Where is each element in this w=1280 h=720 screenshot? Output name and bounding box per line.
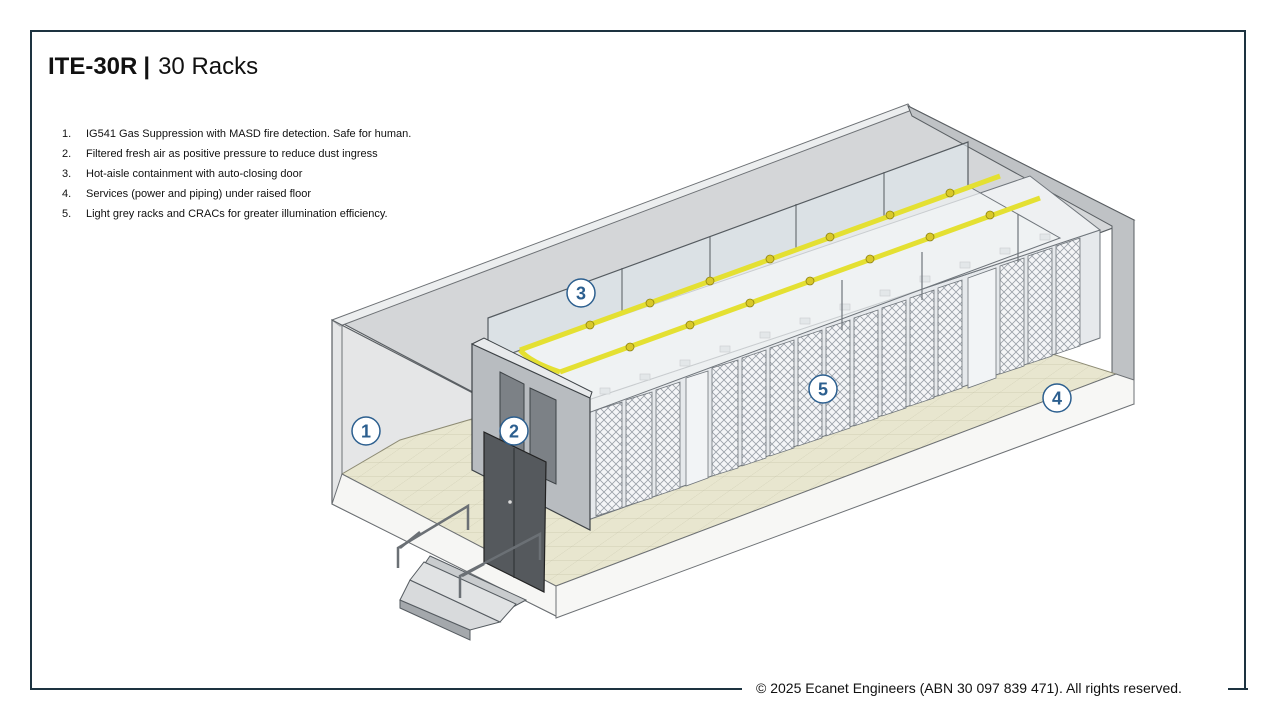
frame-bottom-rule-right bbox=[1228, 688, 1248, 690]
feature-item: 4.Services (power and piping) under rais… bbox=[62, 188, 312, 200]
marker-4: 4 bbox=[1042, 383, 1072, 413]
title-separator: | bbox=[143, 53, 151, 80]
svg-text:5: 5 bbox=[818, 380, 828, 400]
marker-3: 3 bbox=[566, 278, 596, 308]
model-subtitle: 30 Racks bbox=[158, 53, 259, 80]
frame-bottom-rule-left bbox=[30, 688, 742, 690]
marker-2: 2 bbox=[499, 416, 529, 446]
page-title: ITE-30R| 30 Racks bbox=[48, 52, 258, 82]
model-code: ITE-30R bbox=[48, 53, 138, 80]
copyright-footer: © 2025 Ecanet Engineers (ABN 30 097 839 … bbox=[756, 680, 1182, 696]
cable-tray bbox=[518, 173, 1041, 375]
feature-item: 2.Filtered fresh air as positive pressur… bbox=[62, 148, 378, 160]
entry-stairs bbox=[396, 503, 542, 641]
feature-item: 1.IG541 Gas Suppression with MASD fire d… bbox=[62, 128, 412, 140]
svg-text:1: 1 bbox=[361, 422, 371, 442]
feature-list: 1.IG541 Gas Suppression with MASD fire d… bbox=[62, 124, 411, 224]
slide-frame bbox=[30, 30, 1246, 689]
svg-text:2: 2 bbox=[509, 422, 519, 442]
svg-text:4: 4 bbox=[1052, 389, 1062, 409]
entrance-module bbox=[470, 337, 593, 593]
svg-text:3: 3 bbox=[576, 284, 586, 304]
feature-item: 3.Hot-aisle containment with auto-closin… bbox=[62, 168, 303, 180]
marker-1: 1 bbox=[351, 416, 381, 446]
feature-item: 5.Light grey racks and CRACs for greater… bbox=[62, 208, 388, 220]
marker-5: 5 bbox=[808, 374, 838, 404]
hot-aisle-containment bbox=[486, 141, 1062, 417]
